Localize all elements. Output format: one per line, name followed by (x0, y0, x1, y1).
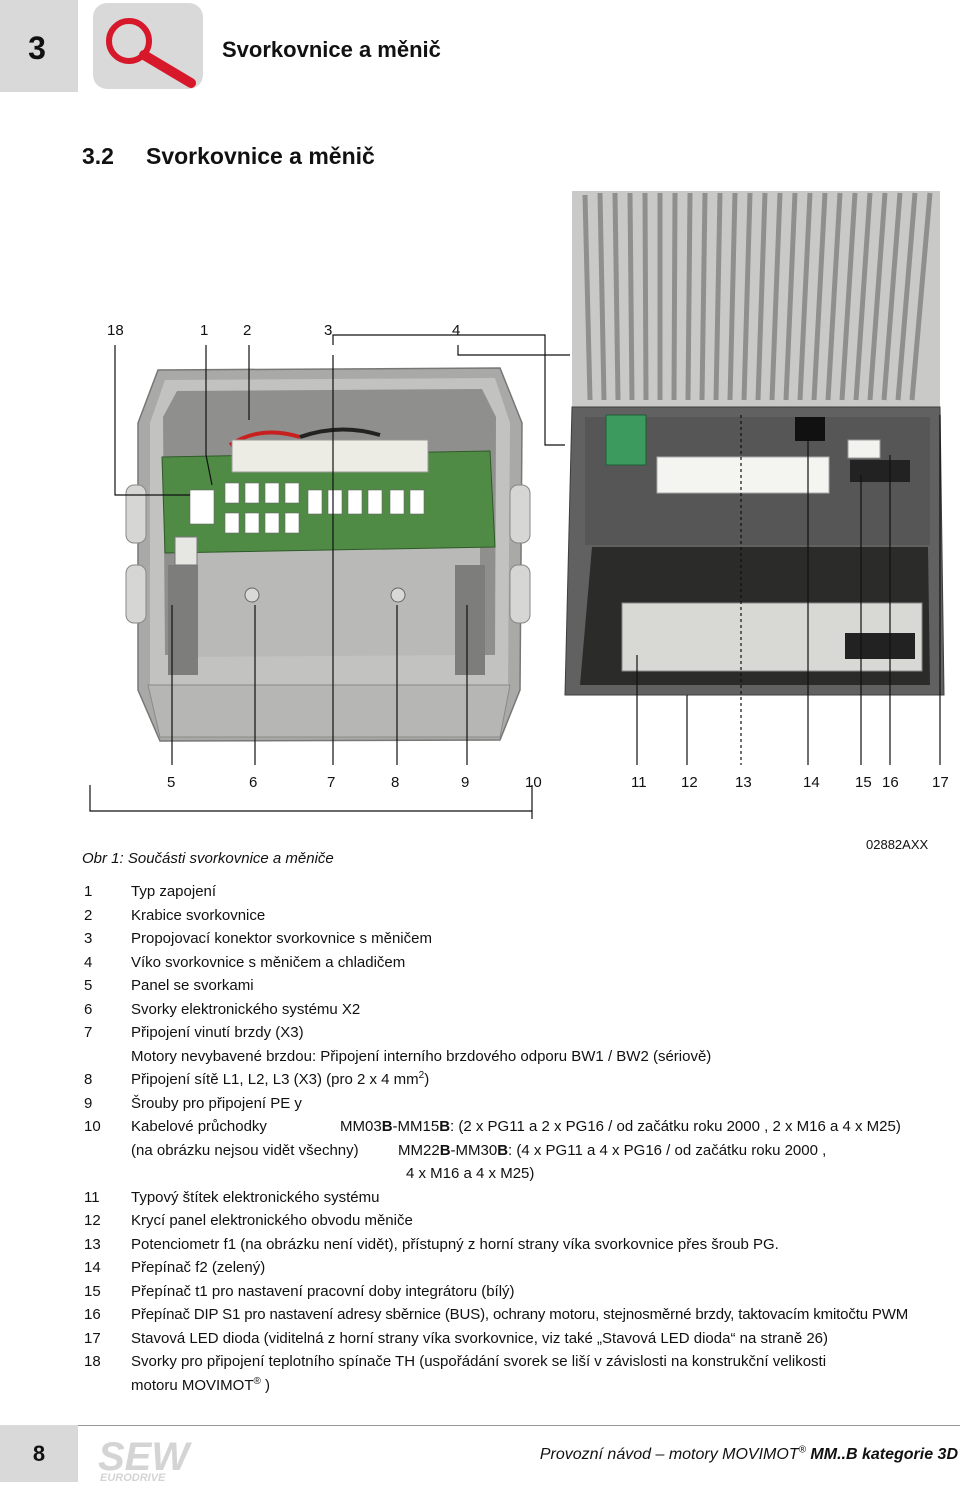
callout-15: 15 (855, 774, 872, 791)
callout-leader-lines (89, 334, 941, 819)
legend-item: 10 Kabelové průchodky MM03B-MM15B: (2 x … (84, 1115, 960, 1186)
cable-gland-table: Kabelové průchodky MM03B-MM15B: (2 x PG1… (131, 1118, 901, 1182)
callout-13: 13 (735, 774, 752, 791)
footer-divider (0, 1425, 960, 1426)
legend-item-subline: motoru MOVIMOT® ) (131, 1375, 271, 1394)
callout-7: 7 (327, 774, 336, 791)
magnifier-icon (106, 18, 196, 88)
terminal-box-illustration (89, 191, 945, 819)
callout-12: 12 (681, 774, 698, 791)
figure-caption: Obr 1: Součásti svorkovnice a měniče (82, 850, 334, 867)
callout-11: 11 (631, 774, 647, 791)
magnifier-icon-box (93, 3, 203, 89)
callout-14: 14 (803, 774, 820, 791)
component-figure: 18 1 2 3 4 5 6 7 8 9 10 11 12 13 14 15 1… (0, 185, 960, 825)
header-title: Svorkovnice a měnič (222, 37, 441, 62)
footer-page-box: 8 (0, 1425, 78, 1482)
callout-6: 6 (249, 774, 258, 791)
sew-logo-icon: SEW EURODRIVE (98, 1435, 192, 1484)
callout-17: 17 (932, 774, 949, 791)
callout-5: 5 (167, 774, 176, 791)
cover-with-heatsink (564, 191, 945, 696)
svg-text:SEW: SEW (98, 1435, 192, 1479)
page-number: 8 (32, 1440, 46, 1466)
section-number: 3.2 (82, 143, 114, 169)
terminal-board (161, 439, 496, 566)
callout-10: 10 (525, 774, 542, 791)
callout-4: 4 (452, 322, 461, 339)
chapter-number: 3 (28, 29, 46, 66)
callout-1: 1 (200, 322, 209, 339)
sew-eurodrive-logo: SEW EURODRIVE (96, 1434, 201, 1484)
footer-document-title: Provozní návod – motory MOVIMOT® MM..B k… (539, 1444, 958, 1463)
legend-item-subline: Motory nevybavené brzdou: Připojení inte… (131, 1047, 712, 1065)
section-title: Svorkovnice a měnič (146, 143, 375, 169)
svg-text:EURODRIVE: EURODRIVE (100, 1472, 166, 1482)
terminal-box-housing (125, 367, 531, 742)
callout-8: 8 (391, 774, 400, 791)
chapter-number-box: 3 (0, 0, 78, 92)
callout-16: 16 (882, 774, 899, 791)
callout-18: 18 (107, 322, 124, 339)
figure-code: 02882AXX (866, 837, 929, 852)
callout-9: 9 (461, 774, 470, 791)
callout-2: 2 (243, 322, 252, 339)
callout-3: 3 (324, 322, 333, 339)
